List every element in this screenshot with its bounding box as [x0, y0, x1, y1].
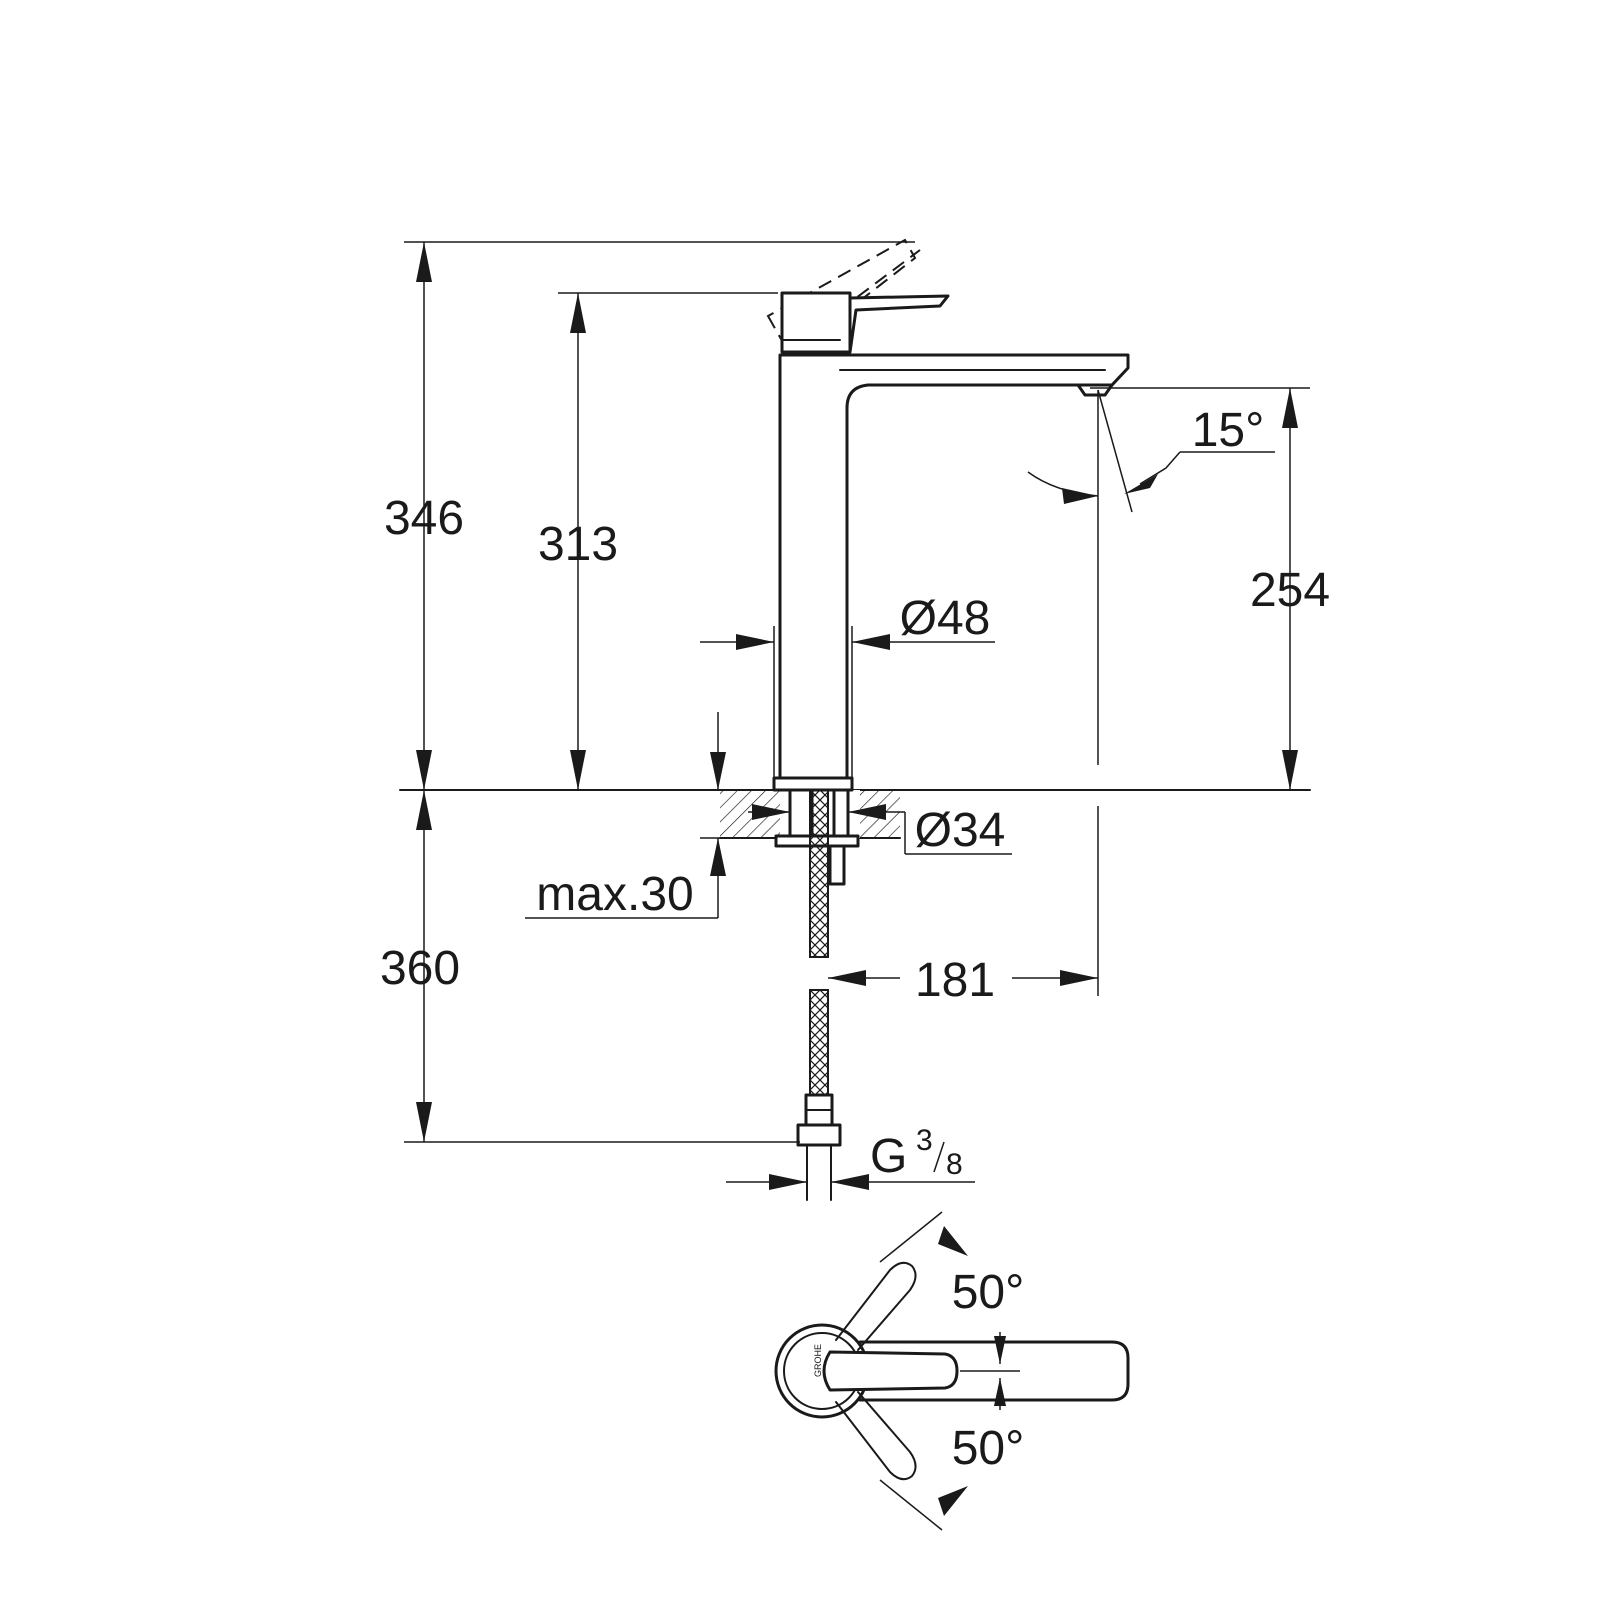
dimension-deck-thickness: max.30: [525, 712, 760, 921]
faucet-body: [772, 353, 1130, 792]
dimension-connection-thread: G 3 8: [726, 1124, 975, 1190]
connection-thread-denominator: 8: [946, 1148, 963, 1181]
body-diameter-label: Ø48: [900, 592, 991, 645]
lever-top-center: [822, 1350, 959, 1392]
dimension-handle-angle-up: 50°: [879, 1211, 1025, 1364]
total-height-label: 346: [384, 492, 464, 545]
dimension-handle-angle-down: 50°: [879, 1370, 1025, 1531]
flex-hose: [796, 789, 842, 1201]
brand-logo: GROHE: [813, 1344, 823, 1377]
handle-height-label: 313: [538, 518, 618, 571]
spout-angle-label: 15°: [1192, 404, 1265, 457]
hole-diameter-label: Ø34: [915, 804, 1006, 857]
handle-angle-down-label: 50°: [952, 1422, 1025, 1475]
aerator-icon: [1076, 383, 1114, 397]
handle-angle-up-label: 50°: [952, 1266, 1025, 1319]
dimension-hole-diameter: Ø34: [748, 804, 1012, 857]
dimension-spout-height: 254: [1090, 387, 1330, 790]
dimension-spout-reach: 181: [828, 806, 1099, 1007]
spout-height-label: 254: [1250, 564, 1330, 617]
hose-length-label: 360: [380, 942, 460, 995]
connection-thread-prefix: G: [870, 1130, 907, 1183]
dimension-spout-angle: 15°: [1027, 389, 1275, 765]
top-view: GROHE 50° 50°: [774, 1211, 1130, 1531]
dimension-handle-height: 313: [538, 292, 778, 790]
side-elevation: 346 360 313 254: [380, 238, 1330, 1201]
spout-reach-label: 181: [915, 954, 995, 1007]
lever-top-rotated-up: [835, 1261, 917, 1351]
connection-thread-numerator: 3: [916, 1124, 933, 1157]
deck-thickness-label: max.30: [536, 868, 693, 921]
dimension-total-height: 346: [384, 241, 915, 830]
lever-handle: [780, 291, 950, 354]
dimension-body-diameter: Ø48: [700, 592, 995, 778]
dimension-hose-length: 360: [380, 790, 800, 1143]
lever-top-rotated-down: [835, 1391, 917, 1481]
